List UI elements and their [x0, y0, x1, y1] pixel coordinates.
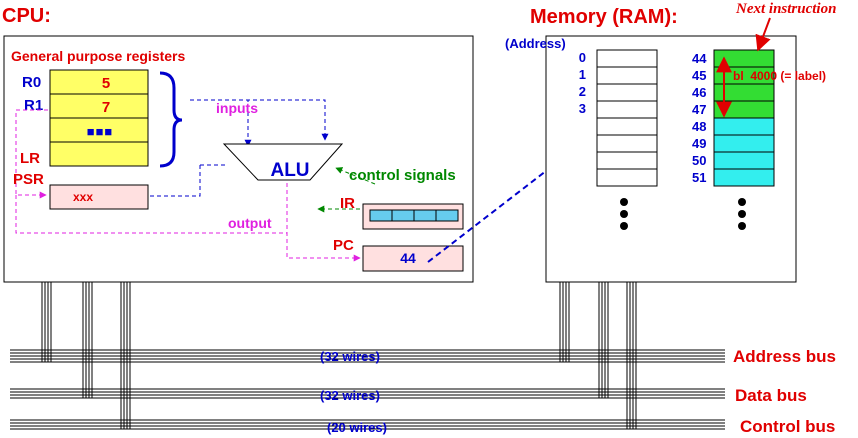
address-bus-wires-label: (32 wires)	[320, 349, 380, 364]
alu-to-psr-connector	[150, 165, 201, 197]
pc-label: PC	[333, 237, 354, 254]
memory-column-low	[596, 49, 658, 187]
alu-label: ALU	[270, 160, 309, 181]
inputs-connectors	[190, 99, 329, 147]
address-48: 48	[692, 119, 706, 134]
address-47: 47	[692, 102, 706, 117]
address-50: 50	[692, 153, 706, 168]
control-bus-wires-label: (20 wires)	[327, 420, 387, 435]
address-45: 45	[692, 68, 706, 83]
next-instruction-arrow	[755, 17, 771, 52]
register-file	[49, 69, 149, 167]
r1-to-psr-connector	[15, 109, 48, 199]
address-46: 46	[692, 85, 706, 100]
instruction-text: bl 4000 (= label)	[733, 69, 826, 83]
register-r1	[49, 93, 149, 119]
register-r1-label: R1	[24, 97, 43, 114]
psr-label: PSR	[13, 171, 44, 188]
gpr-title: General purpose registers	[11, 48, 186, 64]
output-to-pc-connector	[286, 183, 361, 262]
address-51: 51	[692, 170, 706, 185]
address-1: 1	[579, 67, 586, 82]
memory-title: Memory (RAM):	[530, 6, 678, 28]
register-more	[49, 117, 149, 143]
register-r0-value: 5	[102, 75, 110, 92]
data-bus-label: Data bus	[735, 386, 807, 405]
address-2: 2	[579, 84, 586, 99]
register-ellipsis: ■■■	[87, 124, 114, 139]
pc-register	[362, 245, 464, 272]
output-connector	[15, 195, 287, 234]
register-r0	[49, 69, 149, 95]
psr-value: xxx	[73, 190, 93, 204]
address-44: 44	[692, 51, 707, 66]
register-r0-label: R0	[22, 74, 41, 91]
inputs-label: inputs	[216, 100, 258, 116]
register-r1-value: 7	[102, 99, 110, 116]
cpu-title: CPU:	[2, 5, 51, 27]
psr-register	[49, 184, 149, 210]
register-brace	[159, 71, 183, 168]
address-header: (Address)	[505, 36, 566, 51]
memory-high-continuation-dots	[738, 198, 746, 230]
register-lr	[49, 141, 149, 167]
ir-label: IR	[340, 195, 355, 212]
address-bus-label: Address bus	[733, 347, 836, 366]
address-0: 0	[579, 50, 586, 65]
ir-cells	[369, 209, 459, 222]
control-bus-label: Control bus	[740, 417, 835, 436]
memory-low-continuation-dots	[620, 198, 628, 230]
bus-wires	[10, 282, 725, 430]
control-signals-label: control signals	[349, 167, 456, 184]
control-signal-arrow-alu	[335, 167, 376, 185]
address-3: 3	[579, 101, 586, 116]
pc-value: 44	[400, 250, 416, 266]
next-instruction-label: Next instruction	[735, 1, 836, 17]
output-label: output	[228, 215, 272, 231]
address-49: 49	[692, 136, 706, 151]
register-lr-label: LR	[20, 150, 40, 167]
alu-shape	[222, 143, 344, 181]
data-bus-wires-label: (32 wires)	[320, 388, 380, 403]
